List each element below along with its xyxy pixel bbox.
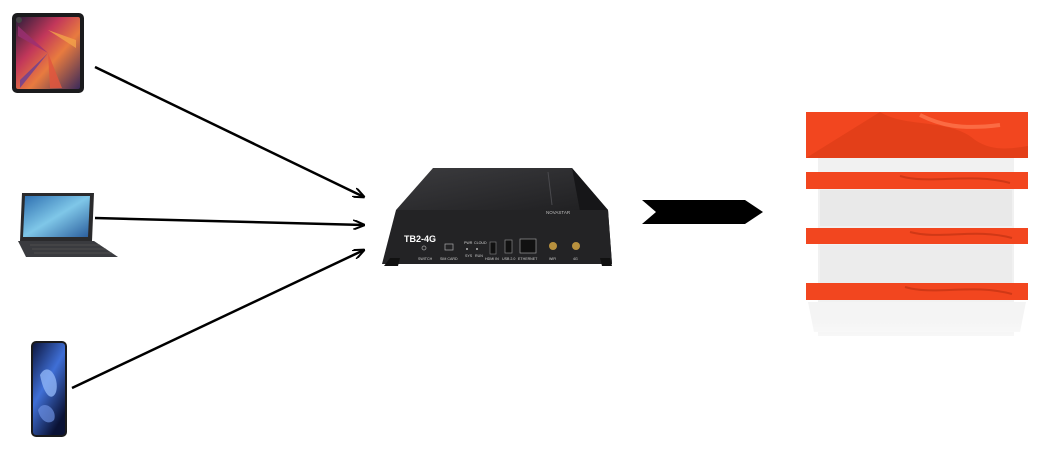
input-arrows <box>72 67 364 388</box>
wifi-antenna-connector <box>549 242 557 250</box>
4g-antenna-connector <box>572 242 580 250</box>
port-label-wifi: WiFi <box>549 257 556 261</box>
port-label-switch: SWITCH <box>418 257 433 261</box>
arrow-tablet-to-controller <box>95 67 364 197</box>
port-label-4g: 4G <box>573 257 578 261</box>
arrow-phone-to-controller <box>72 250 364 388</box>
port-label-sim-card: SIM CARD <box>440 257 458 261</box>
hdmi-port <box>490 242 496 254</box>
controller-brand-label: NOVASTAR <box>546 210 571 215</box>
smartphone-icon <box>31 341 67 437</box>
tablet-keyboard-icon <box>18 193 118 257</box>
port-label-cloud: CLOUD <box>474 241 487 245</box>
usb-port <box>505 240 512 253</box>
tablet-icon <box>12 13 84 93</box>
arrow-keyboard-tablet-to-controller <box>95 218 364 225</box>
output-chevron-arrow <box>642 200 763 224</box>
ethernet-port <box>520 239 536 253</box>
port-label-sys: SYS <box>465 254 473 258</box>
port-label-pwr: PWR <box>464 241 473 245</box>
port-label-run: RUN <box>475 254 483 258</box>
port-label-usb: USB 2.0 <box>502 257 515 261</box>
port-label-hdmi-in: HDMI IN <box>485 257 499 261</box>
port-label-ethernet: ETHERNET <box>518 257 538 261</box>
controller-box: TB2-4G NOVASTAR SWITCH SIM CARD PWR CLOU… <box>382 168 612 266</box>
led-shelf-display-icon <box>806 112 1028 358</box>
controller-model-label: TB2-4G <box>404 234 436 244</box>
